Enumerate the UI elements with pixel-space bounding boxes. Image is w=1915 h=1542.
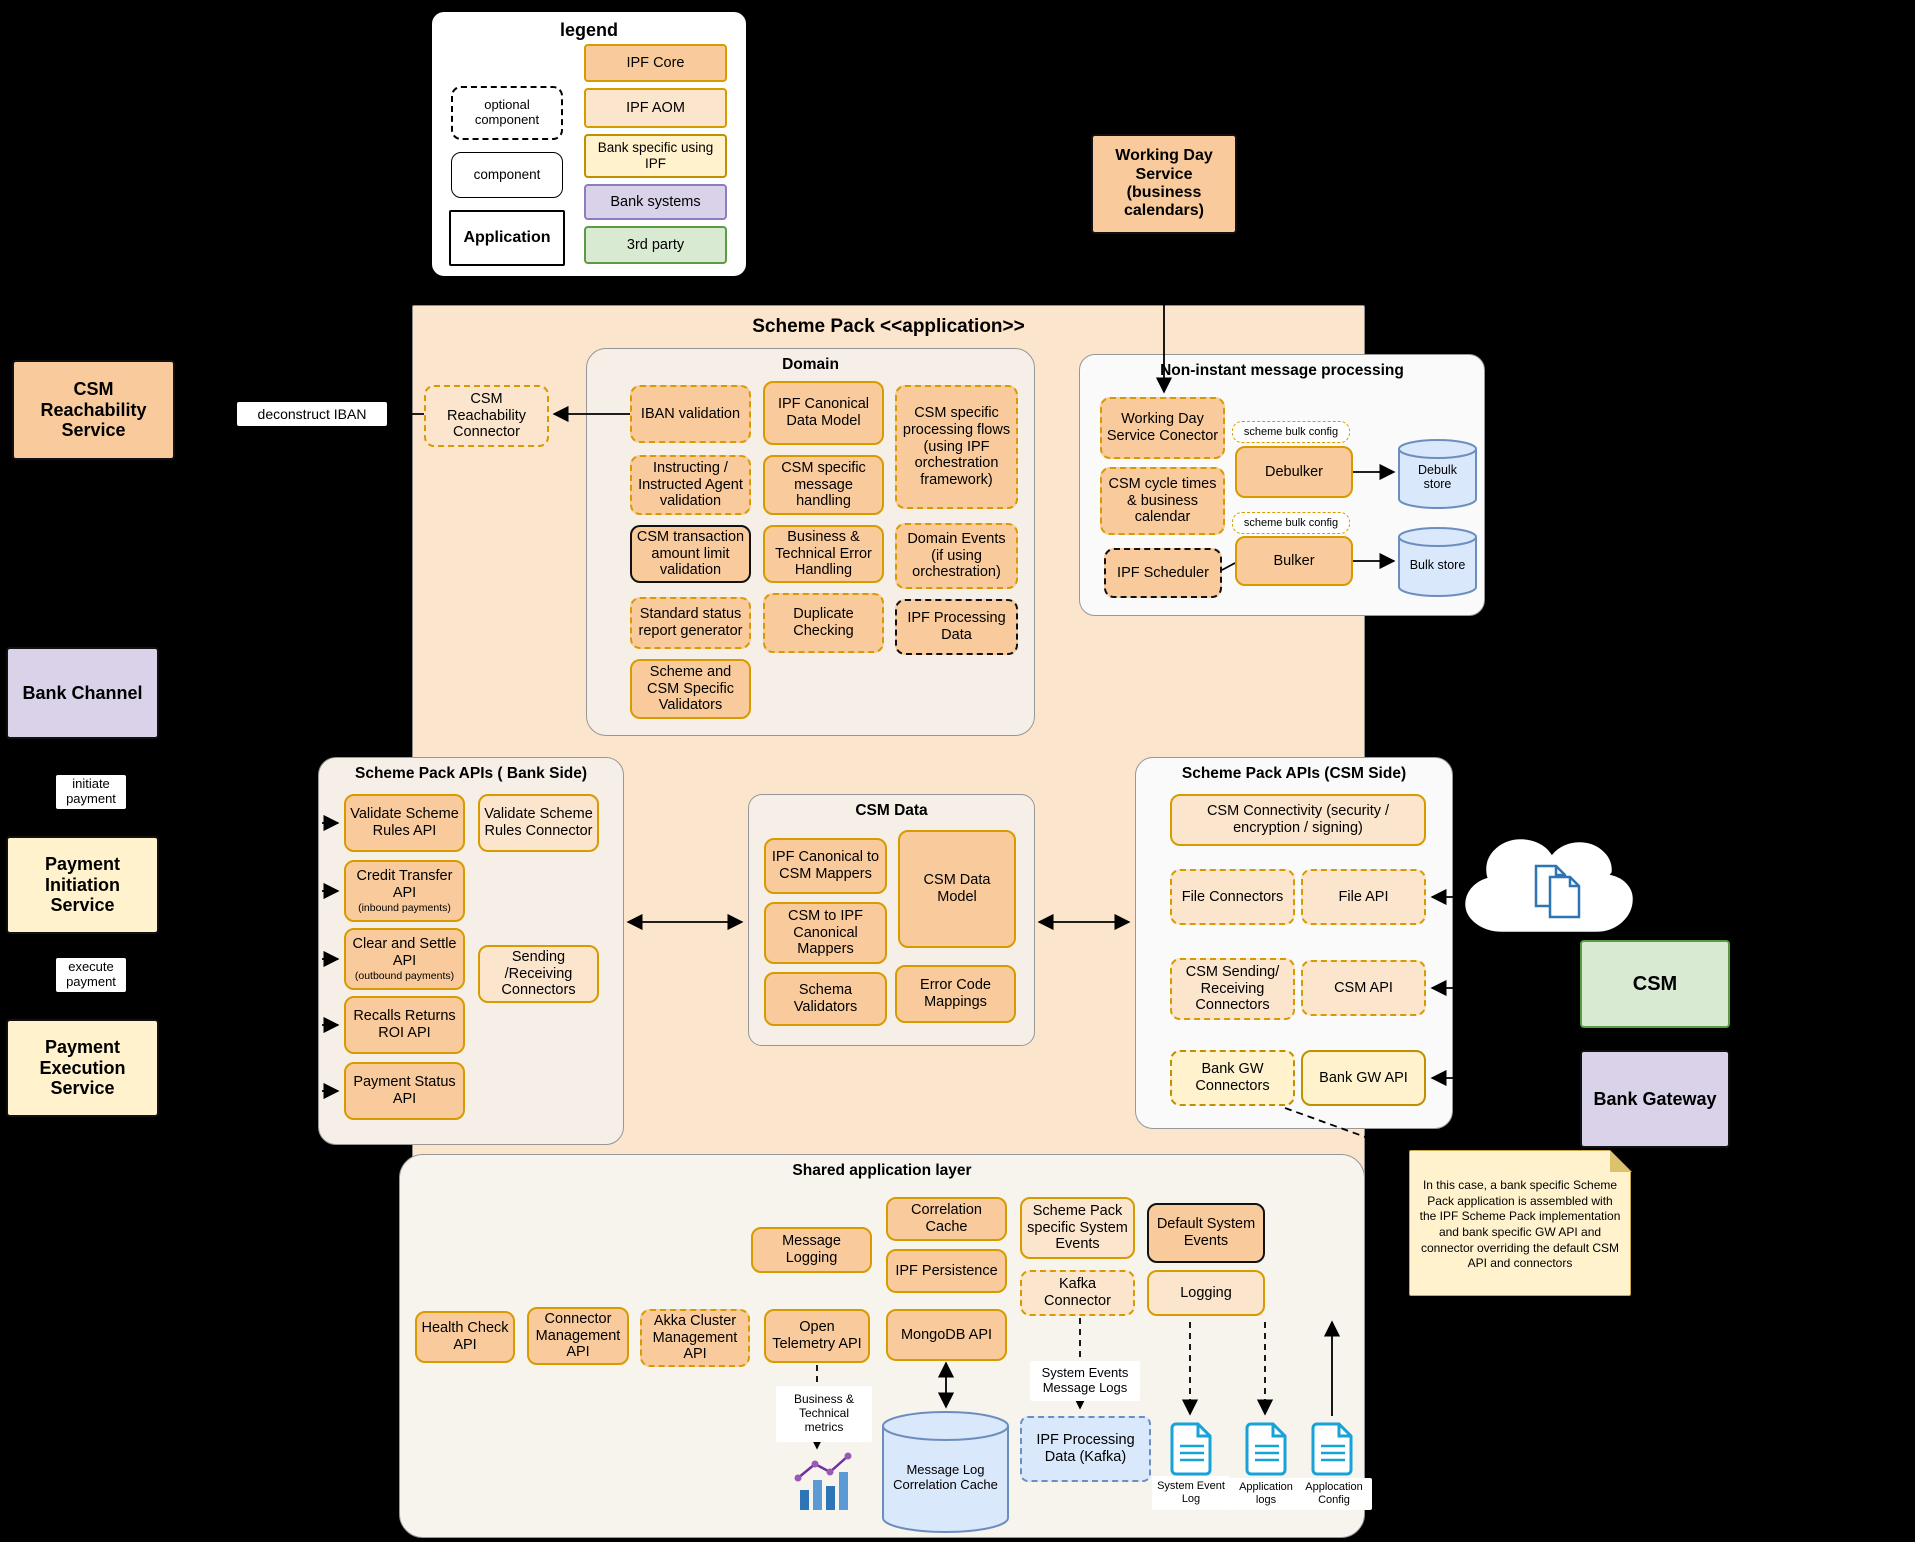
default-system-events: Default System Events: [1147, 1203, 1265, 1263]
message-log-correlation-cache-label: Message Log Correlation Cache: [893, 1462, 998, 1492]
csm-specific-message-handling: CSM specific message handling: [763, 455, 884, 515]
clear-settle-api-sub: (outbound payments): [354, 969, 455, 982]
execute-payment-label: execute payment: [56, 958, 126, 992]
payment-initiation-service-box: Payment Initiation Service: [6, 836, 159, 934]
ipf-canonical-data-model: IPF Canonical Data Model: [763, 381, 884, 445]
credit-transfer-api: Credit Transfer API (inbound payments): [344, 860, 465, 922]
working-day-service-box: Working Day Service (business calendars): [1091, 134, 1237, 234]
recalls-returns-roi-api: Recalls Returns ROI API: [344, 996, 465, 1054]
legend-swatch-ipf-core: IPF Core: [584, 44, 727, 82]
kafka-connector: Kafka Connector: [1020, 1270, 1135, 1316]
bank-channel-box: Bank Channel: [6, 647, 159, 739]
bulker: Bulker: [1235, 536, 1353, 586]
connector-management-api: Connector Management API: [527, 1307, 629, 1365]
debulker: Debulker: [1235, 446, 1353, 498]
bank-gateway-box: Bank Gateway: [1580, 1050, 1730, 1148]
working-day-service-connector: Working Day Service Conector: [1100, 397, 1225, 459]
standard-status-report-generator: Standard status report generator: [630, 597, 751, 649]
non-instant-title: Non-instant message processing: [1160, 362, 1404, 379]
csm-to-ipf-canonical-mappers: CSM to IPF Canonical Mappers: [764, 902, 887, 964]
file-api: File API: [1301, 869, 1426, 925]
csm-data-title: CSM Data: [855, 802, 928, 819]
validate-scheme-rules-api: Validate Scheme Rules API: [344, 794, 465, 852]
ipf-persistence: IPF Persistence: [886, 1249, 1007, 1293]
bank-specific-note: In this case, a bank specific Scheme Pac…: [1409, 1149, 1632, 1296]
bulk-store-label: Bulk store: [1409, 557, 1466, 572]
bank-side-title: Scheme Pack APIs ( Bank Side): [354, 765, 588, 782]
csm-reachability-connector: CSM Reachability Connector: [424, 385, 549, 447]
csm-side-title: Scheme Pack APIs (CSM Side): [1181, 765, 1407, 782]
initiate-payment-label: initiate payment: [56, 775, 126, 809]
legend-title: legend: [559, 20, 618, 40]
schema-validators: Schema Validators: [764, 972, 887, 1026]
csm-data-model: CSM Data Model: [898, 830, 1016, 948]
csm-cycle-times: CSM cycle times & business calendar: [1100, 467, 1225, 535]
akka-cluster-management-api: Akka Cluster Management API: [640, 1309, 750, 1367]
scheme-pack-specific-system-events: Scheme Pack specific System Events: [1020, 1197, 1135, 1259]
domain-title: Domain: [782, 356, 839, 373]
csm-reachability-service-box: CSM Reachability Service: [12, 360, 175, 460]
payment-status-api: Payment Status API: [344, 1062, 465, 1120]
csm-connectivity: CSM Connectivity (security / encryption …: [1170, 794, 1426, 846]
system-events-message-logs-label: System Events Message Logs: [1030, 1361, 1140, 1401]
scheme-csm-specific-validators: Scheme and CSM Specific Validators: [630, 659, 751, 719]
open-telemetry-api: Open Telemetry API: [764, 1309, 870, 1363]
scheme-pack-title: Scheme Pack <<application>>: [752, 316, 1025, 337]
credit-transfer-api-label: Credit Transfer API: [356, 868, 453, 901]
legend-swatch-bank-systems: Bank systems: [584, 184, 727, 220]
cloud-icon: [1462, 836, 1636, 935]
health-check-api: Health Check API: [415, 1311, 515, 1363]
file-connectors: File Connectors: [1170, 869, 1295, 925]
error-code-mappings: Error Code Mappings: [895, 965, 1016, 1023]
system-event-log-label: System Event Log: [1152, 1476, 1230, 1510]
legend-swatch-bank-specific: Bank specific using IPF: [584, 134, 727, 178]
duplicate-checking: Duplicate Checking: [763, 593, 884, 653]
csm-transaction-limit-validation: CSM transaction amount limit validation: [630, 525, 751, 583]
ipf-scheduler: IPF Scheduler: [1104, 548, 1222, 598]
csm-api: CSM API: [1301, 960, 1426, 1016]
clear-settle-api-label: Clear and Settle API: [352, 936, 457, 969]
business-technical-metrics-label: Business & Technical metrics: [776, 1386, 872, 1442]
ipf-processing-data-kafka: IPF Processing Data (Kafka): [1020, 1416, 1151, 1482]
iban-validation: IBAN validation: [630, 385, 751, 443]
correlation-cache: Correlation Cache: [886, 1197, 1007, 1241]
csm-sending-receiving-connectors: CSM Sending/ Receiving Connectors: [1170, 958, 1295, 1020]
payment-execution-service-box: Payment Execution Service: [6, 1019, 159, 1117]
mongodb-api: MongoDB API: [886, 1309, 1007, 1361]
legend-swatch-ipf-aom: IPF AOM: [584, 88, 727, 128]
legend-application: Application: [449, 210, 565, 266]
validate-scheme-rules-connector: Validate Scheme Rules Connector: [478, 794, 599, 852]
application-config-label: Applocation Config: [1296, 1478, 1372, 1510]
csm-specific-processing-flows: CSM specific processing flows (using IPF…: [895, 385, 1018, 509]
scheme-bulk-config-top: scheme bulk config: [1232, 421, 1350, 443]
csm-box: CSM: [1580, 940, 1730, 1028]
application-logs-label: Application logs: [1230, 1478, 1302, 1510]
ipf-canonical-to-csm-mappers: IPF Canonical to CSM Mappers: [764, 838, 887, 894]
bank-gw-connectors: Bank GW Connectors: [1170, 1050, 1295, 1106]
domain-events: Domain Events (if using orchestration): [895, 523, 1018, 589]
ipf-processing-data: IPF Processing Data: [895, 599, 1018, 655]
business-technical-error-handling: Business & Technical Error Handling: [763, 525, 884, 583]
credit-transfer-api-sub: (inbound payments): [358, 901, 451, 914]
instructing-agent-validation: Instructing / Instructed Agent validatio…: [630, 455, 751, 515]
debulk-store-label: Debulk store: [1418, 462, 1457, 491]
legend-optional-component: optional component: [451, 86, 563, 140]
shared-layer-title: Shared application layer: [792, 1162, 972, 1179]
logging: Logging: [1147, 1270, 1265, 1316]
scheme-bulk-config-bottom: scheme bulk config: [1232, 512, 1350, 534]
legend-swatch-third-party: 3rd party: [584, 226, 727, 264]
clear-settle-api: Clear and Settle API (outbound payments): [344, 928, 465, 990]
deconstruct-iban-label: deconstruct IBAN: [237, 402, 387, 426]
sending-receiving-connectors: Sending /Receiving Connectors: [478, 945, 599, 1003]
legend-component: component: [451, 152, 563, 198]
bank-gw-api: Bank GW API: [1301, 1050, 1426, 1106]
message-logging: Message Logging: [751, 1227, 872, 1273]
